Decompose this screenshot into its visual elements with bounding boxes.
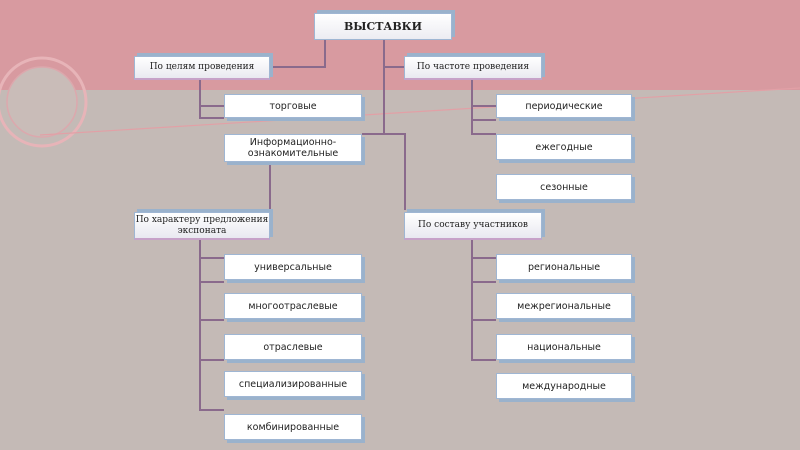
- item-periodic: периодические: [496, 94, 632, 118]
- item-specialized: специализированные: [224, 371, 362, 397]
- connector-frequency-periodic: [471, 80, 496, 107]
- connector-participants-interregional: [471, 258, 496, 283]
- connector-offer-combined: [199, 360, 224, 411]
- connector-title-goals: [270, 40, 326, 68]
- connector-offer-multi: [199, 258, 224, 283]
- item-annual: ежегодные: [496, 134, 632, 160]
- item-interregional: межрегиональные: [496, 293, 632, 319]
- connector-participants-international: [471, 320, 496, 361]
- diagram-title: ВЫСТАВКИ: [314, 13, 452, 40]
- category-frequency: По частоте проведения: [404, 56, 542, 80]
- item-national: национальные: [496, 334, 632, 360]
- connector-goals-trade: [199, 80, 224, 107]
- item-seasonal: сезонные: [496, 174, 632, 200]
- connector-to-participants: [384, 133, 406, 210]
- item-regional: региональные: [496, 254, 632, 280]
- item-international: международные: [496, 373, 632, 399]
- connector-title-info: [362, 67, 385, 135]
- item-info: Информационно-ознакомительные: [224, 134, 362, 162]
- connector-frequency-spine: [471, 120, 496, 135]
- connector-title-frequency: [383, 40, 404, 68]
- connector-offer-special: [199, 320, 224, 361]
- item-universal: универсальные: [224, 254, 362, 280]
- item-trade: торговые: [224, 94, 362, 118]
- decor-line: [39, 87, 800, 136]
- connector-offer-branch: [199, 282, 224, 321]
- connector-goals-info: [199, 106, 224, 119]
- item-combined: комбинированные: [224, 414, 362, 440]
- decor-circle-inner: [6, 66, 78, 138]
- connector-offer-universal: [199, 240, 224, 259]
- connector-participants-regional: [471, 240, 496, 259]
- category-offer: По характеру предложения экспоната: [134, 212, 270, 240]
- connector-frequency-annual: [471, 106, 496, 121]
- item-branch: отраслевые: [224, 334, 362, 360]
- decor-circle-outer: [0, 56, 88, 148]
- item-multi-branch: многоотраслевые: [224, 293, 362, 319]
- connector-participants-national: [471, 282, 496, 321]
- category-goals: По целям проведения: [134, 56, 270, 80]
- category-participants: По составу участников: [404, 212, 542, 240]
